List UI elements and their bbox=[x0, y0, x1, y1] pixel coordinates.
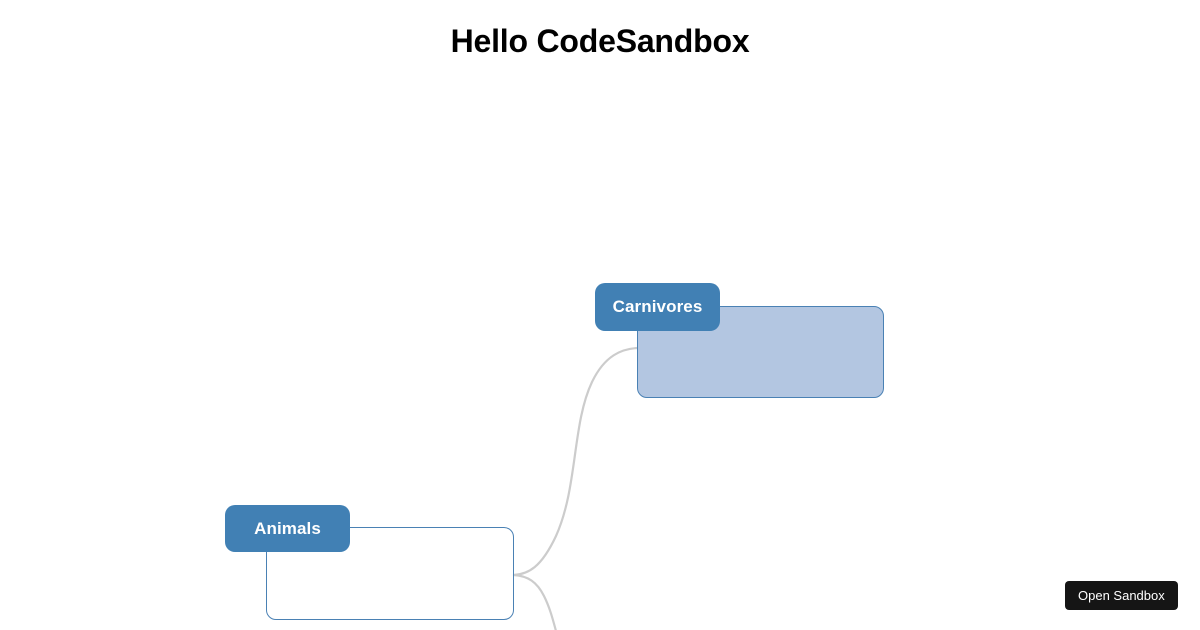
edge-animals-to-carnivores bbox=[512, 346, 639, 577]
node-body-animals[interactable] bbox=[266, 527, 514, 620]
node-label-carnivores[interactable]: Carnivores bbox=[595, 283, 720, 331]
open-sandbox-button[interactable]: Open Sandbox bbox=[1065, 581, 1178, 610]
node-label-animals[interactable]: Animals bbox=[225, 505, 350, 552]
page-title: Hello CodeSandbox bbox=[450, 23, 750, 59]
edge-animals-to-offscreen bbox=[512, 573, 557, 630]
